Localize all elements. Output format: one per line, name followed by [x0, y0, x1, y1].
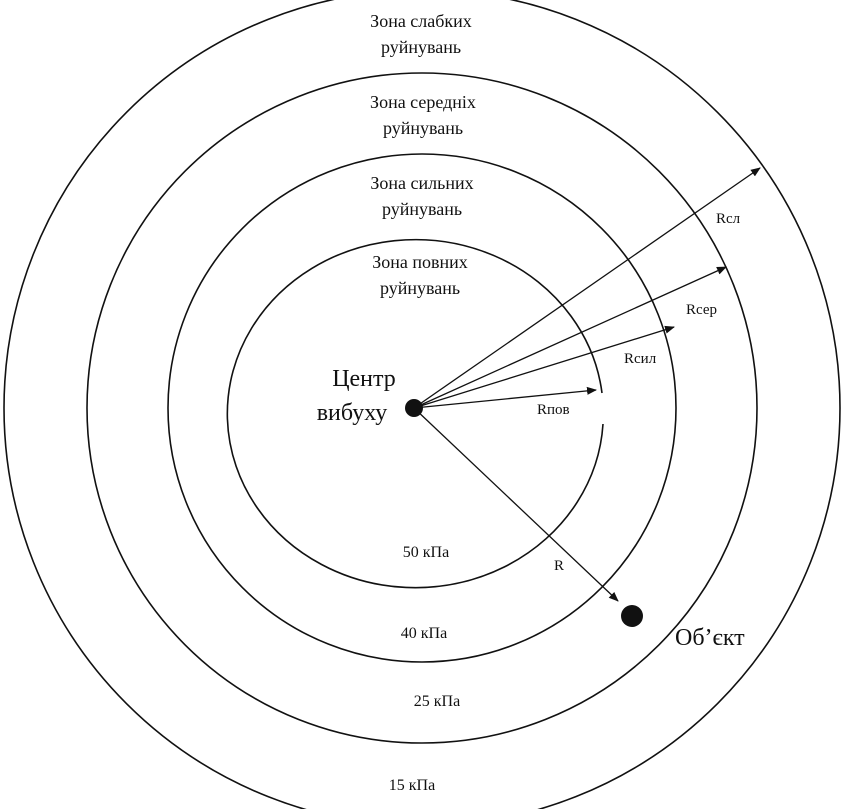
- object-point: [621, 605, 643, 627]
- pressure-strong-label: 40 кПа: [401, 625, 447, 642]
- radius-total-label: Rпов: [537, 402, 570, 418]
- blast-center-label-line2: вибуху: [317, 400, 388, 426]
- moderate-zone-label-line1: Зона середніх: [370, 92, 476, 112]
- weak-zone-label-line1: Зона слабких: [370, 11, 472, 31]
- moderate-zone-boundary: [86, 72, 758, 744]
- radius-weak-label: Rсл: [716, 211, 741, 227]
- blast-center-label-line1: Центр: [332, 366, 396, 392]
- strong-zone-boundary: [167, 153, 677, 663]
- radius-moderate-arrow: [413, 266, 727, 409]
- pressure-weak-label: 15 кПа: [389, 777, 435, 794]
- pressure-total-label: 50 кПа: [403, 544, 449, 561]
- weak-zone-label-line2: руйнувань: [381, 37, 461, 57]
- strong-zone-label-line2: руйнувань: [382, 199, 462, 219]
- pressure-moderate-label: 25 кПа: [414, 693, 460, 710]
- radius-object-label: R: [554, 558, 564, 574]
- radius-moderate-label: Rсер: [686, 302, 717, 318]
- total-zone-boundary: [226, 238, 604, 589]
- object-label: Об’єкт: [675, 625, 745, 651]
- weak-zone-boundary: [3, 0, 841, 809]
- radius-total-arrow: [413, 386, 597, 409]
- blast-center-point: [405, 399, 423, 417]
- moderate-zone-label-line2: руйнувань: [383, 118, 463, 138]
- radius-weak-arrow: [413, 167, 761, 409]
- radius-strong-arrow: [413, 325, 675, 409]
- strong-zone-label-line1: Зона сильних: [370, 173, 473, 193]
- total-zone-label-line2: руйнувань: [380, 278, 460, 298]
- radius-object-arrow: [413, 407, 619, 602]
- total-zone-label-line1: Зона повних: [372, 252, 468, 272]
- radius-strong-label: Rсил: [624, 351, 657, 367]
